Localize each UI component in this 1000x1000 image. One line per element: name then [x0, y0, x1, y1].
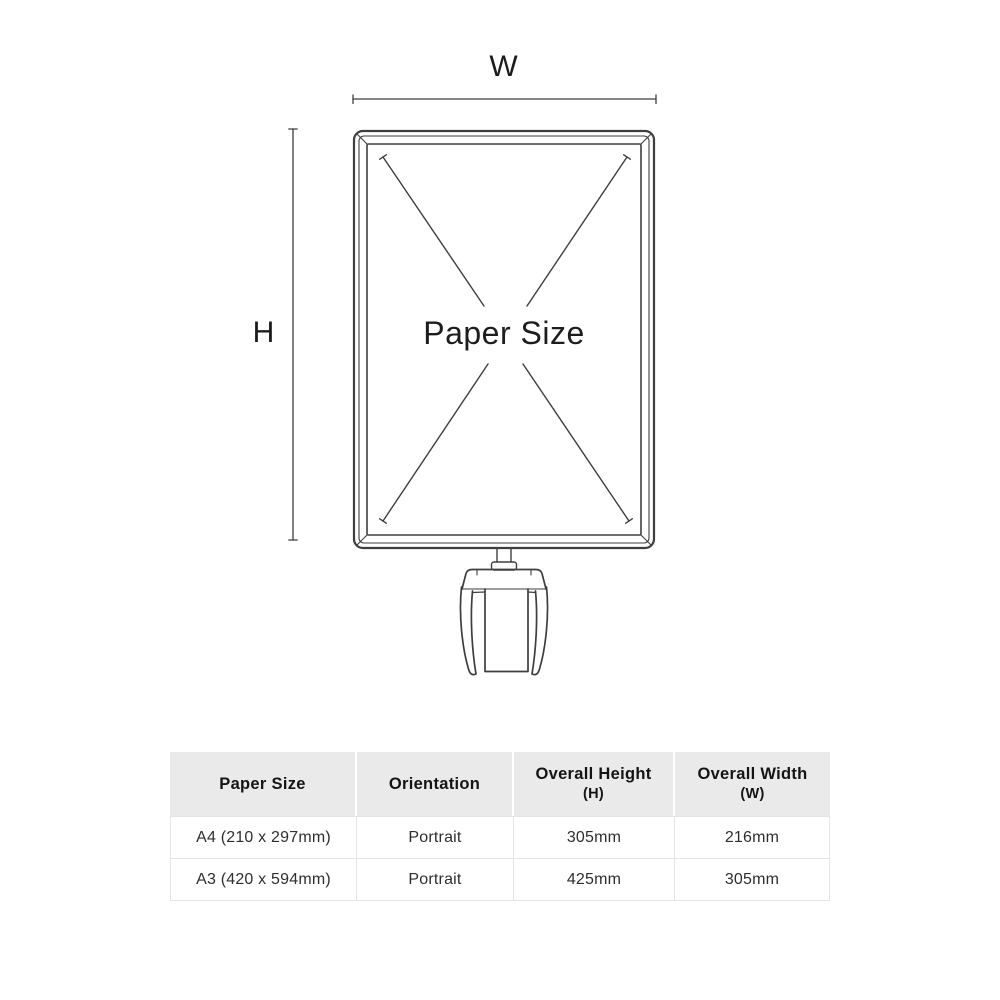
sign-frame-outline	[352, 129, 656, 550]
spec-table: Paper Size Orientation Overall Height (H…	[170, 752, 830, 901]
header-label: Overall Width	[697, 765, 808, 784]
table-row-a4: A4 (210 x 297mm) Portrait 305mm 216mm	[170, 817, 830, 859]
table-header-overall-width: Overall Width (W)	[675, 752, 830, 816]
table-header-paper-size: Paper Size	[170, 752, 357, 816]
product-line-drawing	[288, 94, 657, 676]
stanchion-clamp	[459, 568, 549, 676]
frame-corner-miters	[355, 132, 653, 547]
header-sublabel: (W)	[740, 786, 765, 803]
width-dimension-line	[352, 94, 657, 105]
height-label: H	[252, 316, 276, 349]
height-dimension-line	[288, 128, 298, 541]
header-sublabel: (H)	[582, 786, 605, 803]
cell-paper-size: A4 (210 x 297mm)	[170, 817, 357, 859]
header-label: Orientation	[388, 774, 481, 793]
table-header-overall-height: Overall Height (H)	[514, 752, 675, 816]
cell-orientation: Portrait	[357, 817, 514, 859]
cell-overall-height: 305mm	[514, 817, 675, 859]
frame-stem	[490, 547, 518, 571]
cell-orientation: Portrait	[357, 859, 514, 901]
diagonal-cross-lines	[379, 154, 633, 524]
cell-paper-size: A3 (420 x 594mm)	[170, 859, 357, 901]
cell-overall-height: 425mm	[514, 859, 675, 901]
paper-size-label: Paper Size	[423, 315, 585, 351]
table-row-a3: A3 (420 x 594mm) Portrait 425mm 305mm	[170, 859, 830, 901]
width-label: W	[489, 50, 519, 83]
table-body: A4 (210 x 297mm) Portrait 305mm 216mm A3…	[170, 816, 830, 901]
cell-overall-width: 216mm	[675, 817, 830, 859]
header-label: Overall Height	[535, 765, 652, 784]
cell-overall-width: 305mm	[675, 859, 830, 901]
header-label: Paper Size	[219, 774, 306, 793]
table-header-row: Paper Size Orientation Overall Height (H…	[170, 752, 830, 816]
table-header-orientation: Orientation	[357, 752, 514, 816]
